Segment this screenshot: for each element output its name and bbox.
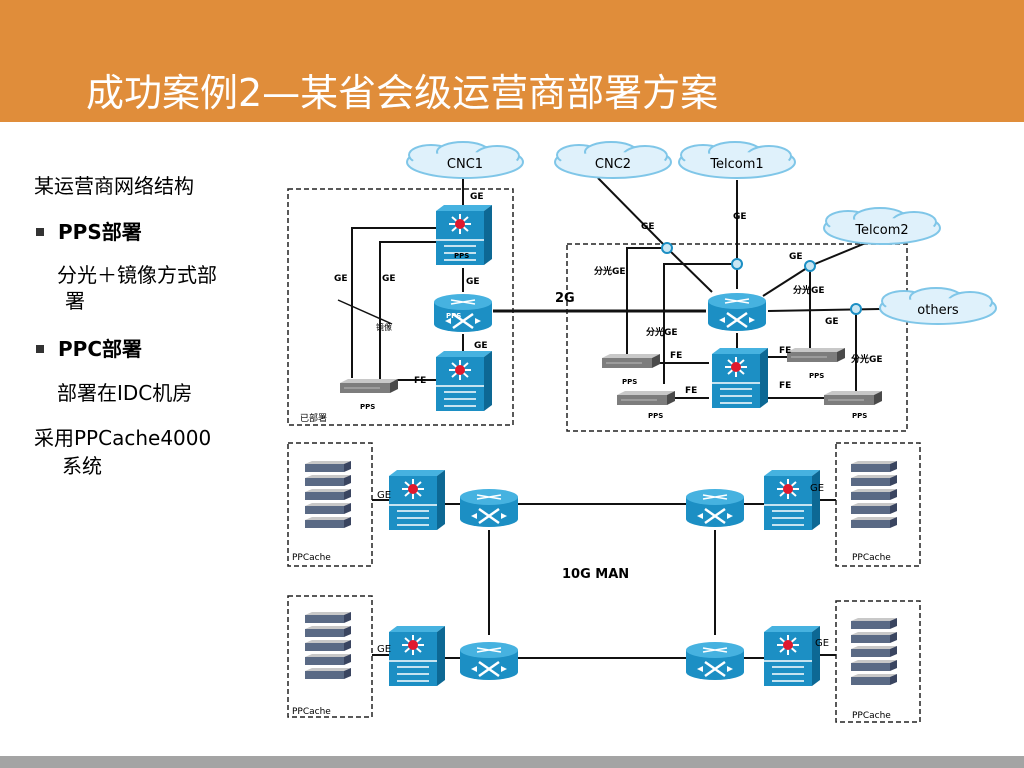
server-icon xyxy=(616,390,676,406)
pps-label: PPS xyxy=(446,312,461,320)
ge-label: GE xyxy=(641,222,655,232)
router-icon xyxy=(684,640,746,682)
ppcache-label: PPCache xyxy=(292,553,331,563)
ge-label: GE xyxy=(733,212,747,222)
ppcache-label: PPCache xyxy=(292,707,331,717)
split-ge-label: 分光GE xyxy=(793,284,825,296)
ppcache-label: PPCache xyxy=(852,553,891,563)
pps-label: PPS xyxy=(852,412,867,420)
ge-label: GE xyxy=(334,274,348,284)
pps-title: PPS部署 xyxy=(58,220,142,244)
link-2g-label: 2G xyxy=(555,291,575,306)
ppc-desc: 部署在IDC机房 xyxy=(57,381,193,405)
router-icon xyxy=(458,487,520,529)
links xyxy=(337,177,881,659)
pps-label: PPS xyxy=(809,372,824,380)
fe-label: FE xyxy=(685,386,697,396)
slide-title: 成功案例2—某省会级运营商部署方案 xyxy=(86,71,719,115)
footer-bar xyxy=(0,756,1024,768)
ppcache-box-bottom-left xyxy=(287,595,373,718)
cloud-icon: CNC2 xyxy=(554,141,672,179)
switch-icon xyxy=(388,625,446,687)
network-heading: 某运营商网络结构 xyxy=(34,174,194,198)
split-ge-label: 分光GE xyxy=(851,353,883,365)
switch-icon xyxy=(435,350,493,412)
pps-label: PPS xyxy=(622,378,637,386)
mirror-label: 镜像 xyxy=(376,322,392,332)
man-label: 10G MAN xyxy=(562,567,629,582)
pps-desc-line1: 分光＋镜像方式部 xyxy=(57,263,217,287)
server-stack-icon xyxy=(305,461,351,528)
split-ge-label: 分光GE xyxy=(646,326,678,338)
cloud-cnc1-label: CNC1 xyxy=(447,157,483,172)
fe-label: FE xyxy=(779,346,791,356)
pps-label: PPS xyxy=(648,412,663,420)
switch-icon xyxy=(711,347,769,409)
pps-label: PPS xyxy=(454,252,469,260)
switch-icon xyxy=(763,469,821,531)
diagram-labels: GE GE GE GE GE PPS PPS 镜像 FE PPS 已部署 2G … xyxy=(292,192,891,721)
server-icon xyxy=(339,378,399,394)
server-stack-icon xyxy=(851,461,897,528)
cloud-telcom2-label: Telcom2 xyxy=(854,223,908,238)
ge-label: GE xyxy=(789,252,803,262)
ppcache-box-bottom-right xyxy=(835,600,921,723)
ge-label: GE xyxy=(825,317,839,327)
deployed-label: 已部署 xyxy=(300,412,327,424)
adopt-line1: 采用PPCache4000 xyxy=(34,426,212,450)
server-icon xyxy=(823,390,883,406)
title-bar: 成功案例2—某省会级运营商部署方案 xyxy=(0,0,1024,122)
server-icon xyxy=(601,353,661,369)
bullet-square-icon xyxy=(36,228,44,236)
router-icon xyxy=(432,292,494,334)
cloud-icon: Telcom2 xyxy=(823,207,941,245)
server-stack-icon xyxy=(305,612,351,679)
switch-icon xyxy=(388,469,446,531)
switch-icon xyxy=(763,625,821,687)
cloud-others-label: others xyxy=(917,303,959,318)
router-icon xyxy=(706,291,768,333)
server-icon xyxy=(786,347,846,363)
server-stack-icon xyxy=(851,618,897,685)
fe-label: FE xyxy=(779,381,791,391)
adopt-line2: 系统 xyxy=(62,454,102,478)
optical-split-node xyxy=(804,260,816,272)
split-ge-label: 分光GE xyxy=(594,265,626,277)
cloud-telcom1-label: Telcom1 xyxy=(709,157,763,172)
ppcache-box-top-right xyxy=(835,442,921,567)
ge-label: GE xyxy=(474,341,488,351)
optical-split-node xyxy=(661,242,673,254)
fe-label: FE xyxy=(670,351,682,361)
fe-label: FE xyxy=(414,376,426,386)
ge-label: GE xyxy=(377,490,391,501)
ge-label: GE xyxy=(815,638,829,649)
bullet-square-icon xyxy=(36,345,44,353)
cloud-icon: Telcom1 xyxy=(678,141,796,179)
cloud-cnc2-label: CNC2 xyxy=(595,157,631,172)
cloud-icon: CNC1 xyxy=(406,141,524,179)
cloud-icon: others xyxy=(879,287,997,325)
ge-label: GE xyxy=(470,192,484,202)
ppcache-label: PPCache xyxy=(852,711,891,721)
optical-split-node xyxy=(850,303,862,315)
deployed-group-box xyxy=(287,188,514,426)
pps-desc-line2: 署 xyxy=(65,289,85,313)
router-icon xyxy=(684,487,746,529)
pps-label: PPS xyxy=(360,403,375,411)
ge-label: GE xyxy=(466,277,480,287)
ge-label: GE xyxy=(810,483,824,494)
ge-label: GE xyxy=(377,644,391,655)
ppcache-box-top-left xyxy=(287,442,373,567)
router-icon xyxy=(458,640,520,682)
ge-label: GE xyxy=(382,274,396,284)
optical-split-node xyxy=(731,258,743,270)
ppc-title: PPC部署 xyxy=(58,337,142,361)
